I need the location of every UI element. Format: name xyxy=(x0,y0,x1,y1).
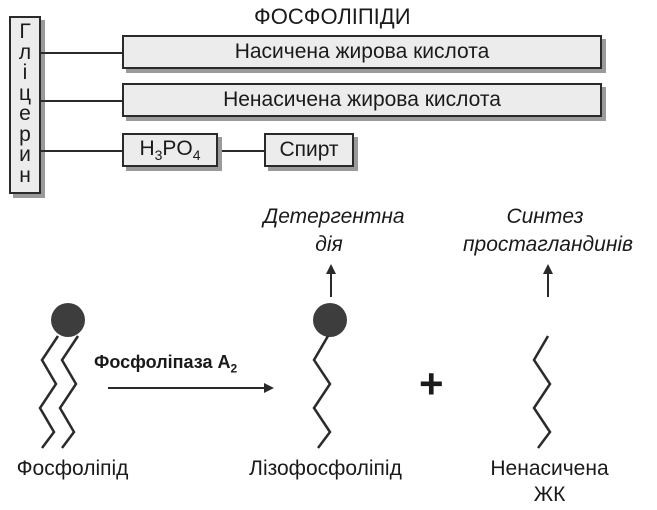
lysophospholipid-tail-icon xyxy=(312,335,332,449)
diagram-title: ФОСФОЛІПІДИ xyxy=(254,4,411,29)
synthesis-effect-line1: Синтез xyxy=(506,205,584,228)
connector-line-1 xyxy=(41,52,123,54)
phospholipid-molecule xyxy=(38,303,85,449)
enzyme-label: Фосфоліпаза А2 xyxy=(94,353,237,375)
unsaturated-fa-chain-icon xyxy=(532,335,552,449)
unsaturated-fa-caption-line1: Ненасичена xyxy=(490,457,609,480)
glycerol-letter: р xyxy=(19,122,31,146)
lysophospholipid-molecule xyxy=(312,303,347,449)
phospholipid-caption: Фосфоліпід xyxy=(16,457,129,480)
phosphate-sub-3: 3 xyxy=(154,147,163,164)
glycerol-letter: и xyxy=(19,143,31,166)
detergent-effect-line2: дія xyxy=(315,233,343,256)
enzyme-subscript: 2 xyxy=(230,361,238,376)
phospholipid-tail-1-icon xyxy=(38,335,60,449)
unsaturated-fatty-acid-label: Ненасичена жирова кислота xyxy=(223,88,501,111)
lysophospholipid-caption: Лізофосфоліпід xyxy=(249,457,402,480)
synthesis-effect-line2: простагландинів xyxy=(462,233,634,256)
phosphate-box: H3PO4 xyxy=(122,133,218,167)
glycerol-letter: е xyxy=(19,102,31,125)
enzyme-name: Фосфоліпаза А xyxy=(94,352,231,372)
alcohol-box: Спирт xyxy=(264,133,354,167)
glycerol-letter: ц xyxy=(18,81,32,105)
unsaturated-fatty-acid-box: Ненасичена жирова кислота xyxy=(122,83,602,117)
lysophospholipid-head-icon xyxy=(313,303,347,337)
phospholipid-tail-2-icon xyxy=(58,335,80,449)
glycerol-letter: л xyxy=(18,40,32,64)
plus-sign: + xyxy=(419,360,444,407)
phosphate-po: PO xyxy=(162,136,193,160)
glycerol-letter: Г xyxy=(19,20,31,43)
glycerol-letter: н xyxy=(19,163,31,187)
phospholipid-head-icon xyxy=(51,303,85,337)
connector-line-2 xyxy=(41,100,123,102)
glycerol-box: Г л і ц е р и н xyxy=(9,16,41,194)
connector-line-4 xyxy=(218,150,264,152)
glycerol-letter: і xyxy=(22,61,28,84)
detergent-effect-line1: Детергентна xyxy=(263,205,405,228)
connector-line-3 xyxy=(41,150,123,152)
phosphate-h: H xyxy=(139,136,155,160)
phosphate-sub-4: 4 xyxy=(192,147,201,164)
saturated-fatty-acid-box: Насичена жирова кислота xyxy=(122,35,602,69)
unsaturated-fa-caption-line2: ЖК xyxy=(533,483,566,506)
saturated-fatty-acid-label: Насичена жирова кислота xyxy=(234,40,490,63)
phosphate-label: H3PO4 xyxy=(139,137,200,163)
alcohol-label: Спирт xyxy=(279,138,339,161)
